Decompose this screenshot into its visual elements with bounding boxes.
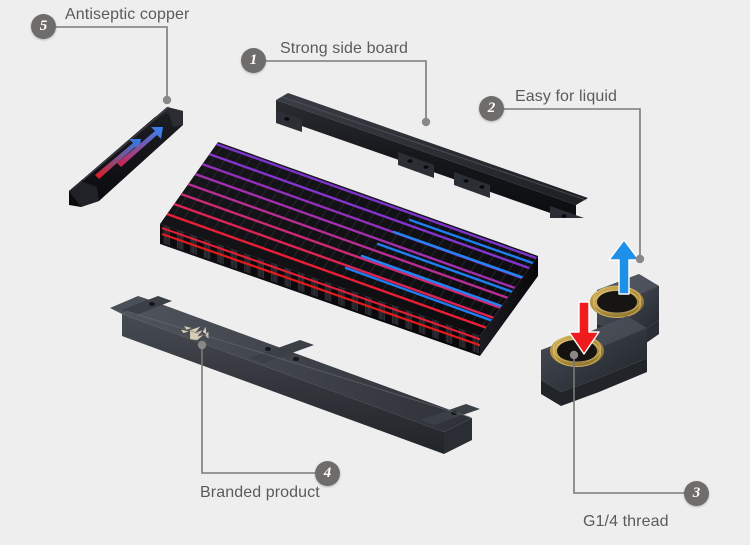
callout-label-5: Antiseptic copper — [65, 6, 190, 23]
callout-label-4: Branded product — [200, 484, 320, 501]
leader-line-4 — [197, 340, 322, 474]
copper-tube — [55, 95, 220, 230]
flow-direction-arrow-icon — [95, 127, 163, 179]
callout-label-1: Strong side board — [280, 40, 409, 57]
callout-badge-5[interactable]: 5 — [31, 14, 56, 39]
callout-label-3: G1/4 thread — [583, 513, 669, 530]
leader-line-5 — [56, 26, 172, 105]
callout-badge-4[interactable]: 4 — [315, 461, 340, 486]
top-side-board — [258, 88, 598, 231]
leader-line-2 — [500, 108, 645, 264]
callout-badge-2[interactable]: 2 — [479, 96, 504, 121]
callout-badge-3[interactable]: 3 — [684, 481, 709, 506]
g14-fittings — [535, 238, 720, 433]
leader-line-1 — [266, 60, 431, 127]
inlet-flow-arrow-icon — [568, 301, 600, 355]
leader-line-3 — [569, 350, 690, 494]
radiator-core — [150, 128, 580, 358]
outlet-flow-arrow-icon — [608, 239, 640, 295]
callout-badge-1[interactable]: 1 — [241, 48, 266, 73]
callout-label-2: Easy for liquid — [515, 88, 617, 105]
